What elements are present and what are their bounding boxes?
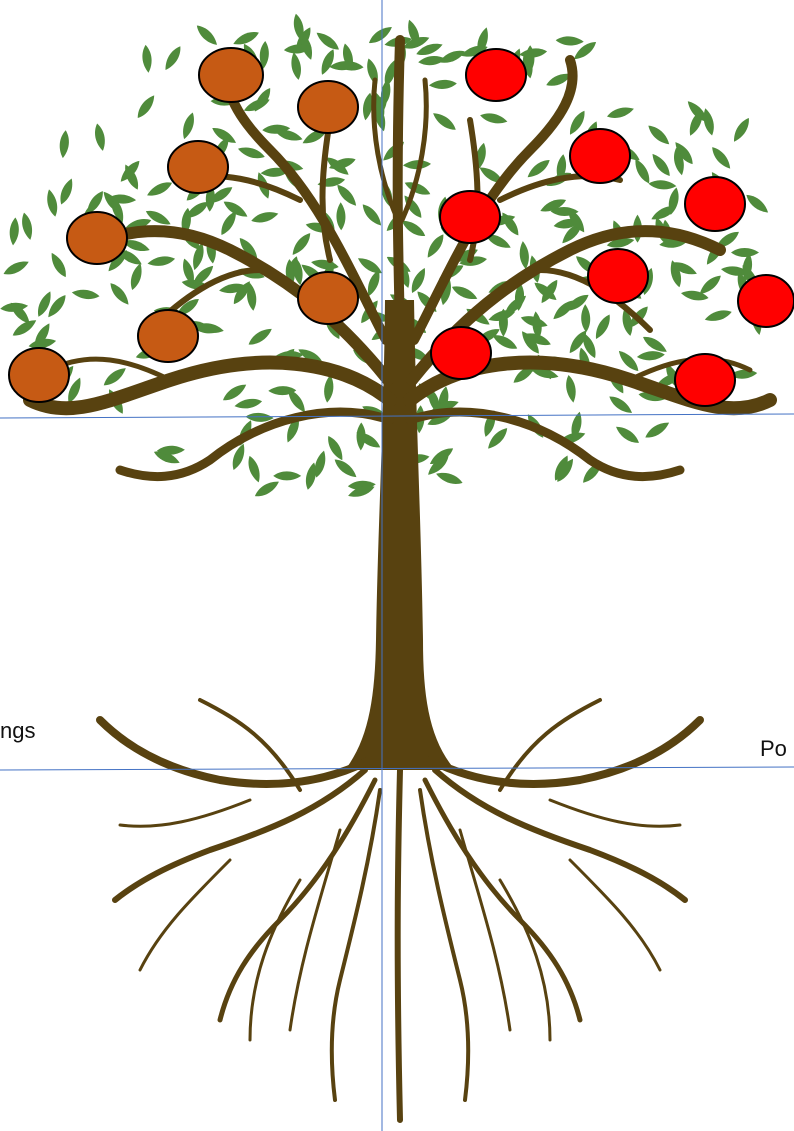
leaf <box>246 325 274 348</box>
orange-fruit <box>199 48 263 102</box>
leaf <box>648 179 677 190</box>
leaf <box>643 419 672 441</box>
orange-fruit <box>168 141 228 193</box>
leaf <box>141 44 153 73</box>
leaf <box>162 44 184 73</box>
leaf <box>730 116 752 145</box>
leaf <box>519 47 548 59</box>
leaf <box>744 191 771 216</box>
red-fruit <box>685 177 745 231</box>
red-fruit <box>588 249 648 303</box>
orange-fruit <box>9 348 69 402</box>
leaf <box>592 312 613 341</box>
red-fruit <box>675 354 735 406</box>
leaf <box>144 207 173 228</box>
red-fruit <box>570 129 630 183</box>
orange-fruit <box>67 212 127 264</box>
leaf <box>479 111 508 126</box>
leaf <box>245 454 263 483</box>
leaf <box>450 283 479 303</box>
leaf <box>71 288 100 301</box>
leaf <box>437 47 466 66</box>
leaf <box>704 308 733 324</box>
leaf <box>45 188 60 217</box>
leaf <box>525 156 553 180</box>
leaf <box>336 202 345 230</box>
leaf <box>2 258 31 278</box>
leaf <box>697 272 724 297</box>
leaf <box>334 182 359 209</box>
leaf <box>250 209 279 225</box>
leaf <box>9 217 20 246</box>
leaf <box>289 230 314 257</box>
leaf <box>101 365 129 389</box>
leaf <box>613 423 641 446</box>
leaf <box>145 179 174 200</box>
leaf <box>645 122 672 147</box>
leaf <box>418 54 447 66</box>
leaf <box>356 422 365 450</box>
leaf <box>253 478 282 500</box>
red-fruit <box>440 191 500 243</box>
leaf <box>57 177 76 206</box>
leaf <box>194 22 220 48</box>
leaf <box>435 470 464 488</box>
leaf <box>581 304 591 332</box>
leaf <box>430 110 458 134</box>
leaf <box>731 248 759 257</box>
leaf <box>356 254 385 276</box>
leaf <box>637 350 666 361</box>
leaf <box>607 393 635 417</box>
leaf <box>128 262 145 291</box>
leaf <box>709 144 734 171</box>
leaf <box>332 456 359 481</box>
leaf <box>58 130 70 159</box>
red-fruit <box>431 327 491 379</box>
tree-trunk <box>30 40 770 1120</box>
leaf <box>632 157 653 186</box>
leaf <box>429 79 458 90</box>
leaf <box>134 93 158 121</box>
leaf <box>323 374 335 403</box>
leaf <box>408 266 429 295</box>
leaf <box>314 29 342 53</box>
leaf <box>649 151 673 179</box>
orange-fruit <box>298 272 358 324</box>
leaf <box>318 47 338 76</box>
leaf <box>564 374 578 403</box>
leaf <box>701 107 717 136</box>
leaf <box>180 111 197 140</box>
leaf <box>324 434 346 463</box>
orange-fruit <box>138 310 198 362</box>
leaf <box>289 52 303 81</box>
leaf <box>93 123 108 152</box>
leaf <box>518 241 530 270</box>
left-side-label: ngs <box>0 718 35 744</box>
leaf <box>221 198 250 220</box>
right-side-label: Po <box>760 736 787 762</box>
red-fruit <box>738 275 794 327</box>
red-fruits <box>431 49 794 406</box>
leaf <box>424 232 447 260</box>
leaf <box>359 201 384 228</box>
leaf <box>20 212 35 241</box>
leaf <box>48 251 70 280</box>
leaf <box>606 104 635 120</box>
leaf <box>107 280 132 307</box>
leaf <box>556 36 584 46</box>
leaf <box>273 471 301 480</box>
leaf <box>147 254 176 268</box>
orange-fruit <box>298 81 358 133</box>
red-fruit <box>466 49 526 101</box>
leaf <box>234 397 263 411</box>
